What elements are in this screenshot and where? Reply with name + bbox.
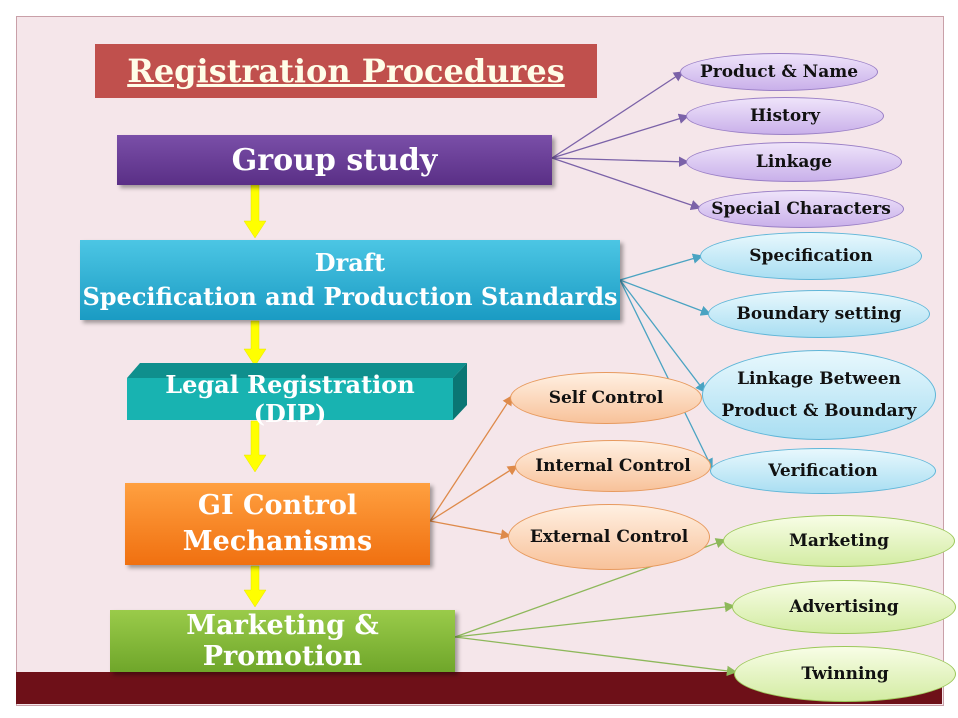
- step-gi-control: GI Control Mechanisms: [125, 483, 430, 565]
- oval-linkage: Linkage: [686, 142, 902, 182]
- oval-advertising: Advertising: [732, 580, 956, 634]
- step-draft-line1: Draft: [314, 248, 386, 277]
- oval-self-control: Self Control: [510, 372, 702, 424]
- oval-linkage-line2: Product & Boundary: [721, 401, 917, 421]
- step-marketing-promotion: Marketing & Promotion: [110, 610, 455, 672]
- oval-external-control: External Control: [508, 504, 710, 570]
- oval-marketing: Marketing: [723, 515, 955, 567]
- page-title: Registration Procedures: [95, 44, 597, 98]
- oval-linkage-line1: Linkage Between: [737, 369, 901, 389]
- oval-history: History: [686, 97, 884, 135]
- oval-verification: Verification: [710, 448, 936, 494]
- step-gi-line2: Mechanisms: [182, 526, 373, 557]
- oval-product-name: Product & Name: [680, 53, 878, 91]
- step-gi-line1: GI Control: [197, 490, 358, 521]
- step-draft: Draft Specification and Production Stand…: [80, 240, 620, 320]
- step-group-study: Group study: [117, 135, 552, 185]
- step-draft-line2: Specification and Production Standards: [82, 282, 618, 311]
- oval-boundary-setting: Boundary setting: [708, 290, 930, 338]
- oval-internal-control: Internal Control: [515, 440, 711, 492]
- oval-linkage-between: Linkage Between Product & Boundary: [702, 350, 936, 440]
- oval-specification: Specification: [700, 232, 922, 280]
- oval-special-characters: Special Characters: [698, 190, 904, 228]
- step-legal-registration: Legal Registration (DIP): [127, 370, 453, 428]
- oval-twinning: Twinning: [734, 646, 956, 702]
